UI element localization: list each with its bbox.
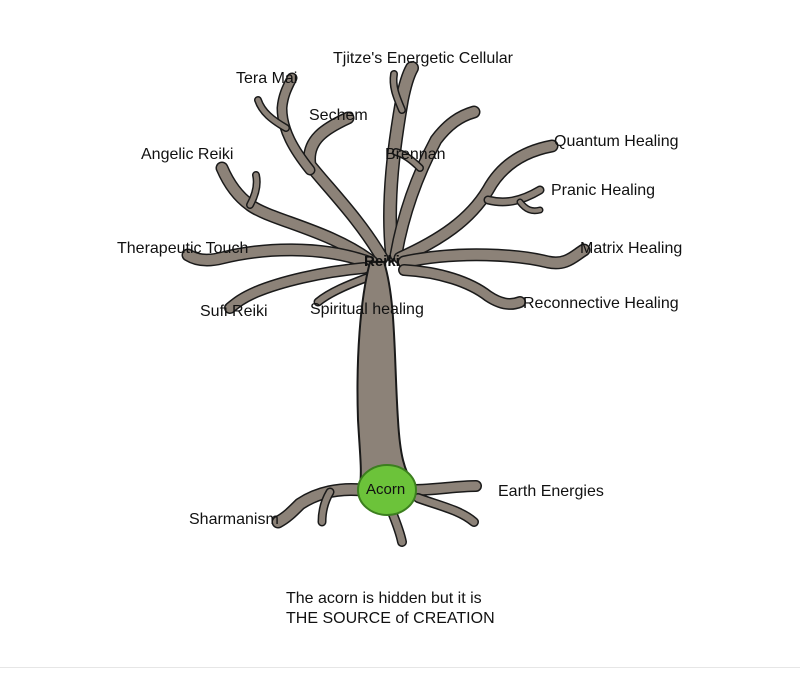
limb-brennan-twig bbox=[393, 149, 423, 171]
branch-label-therapeutic-touch: Therapeutic Touch bbox=[117, 240, 249, 257]
root-left bbox=[273, 484, 367, 527]
limb-angelic bbox=[217, 163, 377, 267]
branch-label-reconnective-healing: Reconnective Healing bbox=[523, 295, 679, 312]
branch-label-angelic-reiki: Angelic Reiki bbox=[141, 146, 234, 163]
root-right bbox=[407, 481, 481, 495]
caption-line-2: THE SOURCE of CREATION bbox=[286, 610, 495, 627]
root-label-earth-energies: Earth Energies bbox=[498, 483, 604, 500]
branch-label-brennan: Brennan bbox=[385, 146, 446, 163]
root-label-sharmanism: Sharmanism bbox=[189, 511, 279, 528]
branch-label-quantum-healing: Quantum Healing bbox=[554, 133, 679, 150]
limb-matrix bbox=[399, 245, 589, 268]
limb-sufi bbox=[225, 263, 369, 313]
branch-label-pranic-healing: Pranic Healing bbox=[551, 182, 656, 199]
limb-reconnective bbox=[399, 265, 525, 309]
acorn-label: Acorn bbox=[366, 481, 406, 498]
limb-tera-mai-twig bbox=[255, 97, 289, 131]
limb-pranic-twig bbox=[518, 200, 542, 213]
bottom-divider bbox=[0, 667, 800, 668]
limb-quantum bbox=[395, 141, 557, 263]
limb-spiritual bbox=[315, 275, 369, 305]
center-label-reiki: Reiki bbox=[364, 253, 400, 270]
limb-angelic-twig bbox=[247, 172, 260, 208]
branch-label-spiritual-healing: Spiritual healing bbox=[310, 301, 424, 318]
limb-pranic bbox=[485, 187, 543, 205]
branch-label-tjitze: Tjitze's Energetic Cellular bbox=[333, 50, 514, 67]
caption-line-1: The acorn is hidden but it is bbox=[286, 590, 482, 607]
limb-therapeutic bbox=[183, 244, 373, 267]
root-right-twig bbox=[414, 494, 478, 526]
caption: The acorn is hidden but it is THE SOURCE… bbox=[286, 589, 495, 629]
tree-branches bbox=[181, 61, 591, 547]
limb-tjitze bbox=[384, 62, 418, 261]
branch-label-tera-mai: Tera Mai bbox=[236, 70, 298, 87]
branch-label-sufi-reiki: Sufi Reiki bbox=[200, 303, 268, 320]
limb-tera-mai bbox=[278, 74, 314, 174]
branch-label-matrix-healing: Matrix Healing bbox=[580, 240, 683, 257]
root-left-twig bbox=[319, 489, 333, 525]
limb-brennan bbox=[391, 107, 479, 260]
tree-trunk bbox=[356, 261, 416, 487]
branch-label-sechem: Sechem bbox=[309, 107, 368, 124]
acorn-node bbox=[357, 464, 417, 516]
limb-tjitze-twig bbox=[391, 71, 405, 113]
